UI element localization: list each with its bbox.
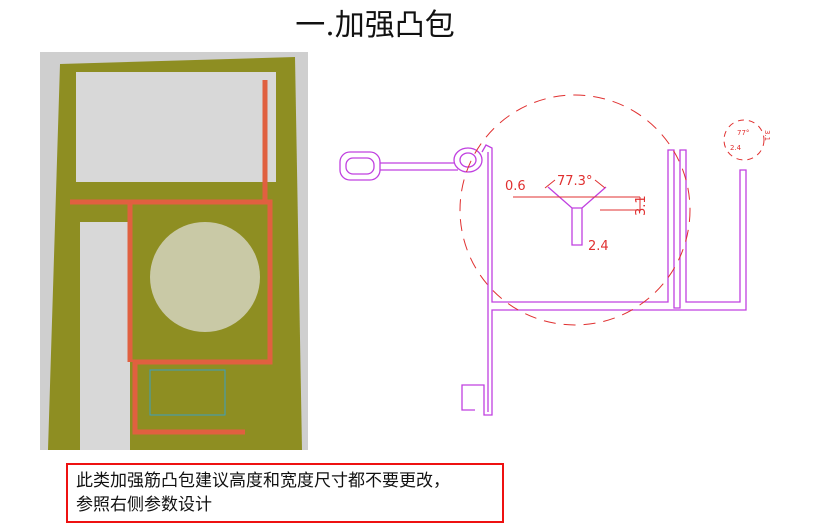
detail-width: 2.4 (730, 144, 742, 152)
note-line-1: 此类加强筋凸包建议高度和宽度尺寸都不要更改， (76, 471, 450, 491)
angle-dimension: 77.3° (557, 174, 592, 189)
width-dimension: 2.4 (588, 239, 609, 254)
thickness-dimension: 0.6 (505, 179, 526, 194)
page-title: 一.加强凸包 (295, 8, 455, 43)
height-dimension: 3.1 (634, 195, 649, 216)
note-box: 此类加强筋凸包建议高度和宽度尺寸都不要更改， 参照右侧参数设计 (66, 463, 504, 523)
detail-angle: 77° (737, 129, 749, 137)
panel-render-image (40, 52, 308, 450)
detail-height: 3.1 (763, 130, 771, 141)
rib-profile-drawing: 77.3° 0.6 3.1 2.4 77° 3.1 2.4 (339, 94, 771, 416)
note-line-2: 参照右侧参数设计 (76, 495, 212, 515)
